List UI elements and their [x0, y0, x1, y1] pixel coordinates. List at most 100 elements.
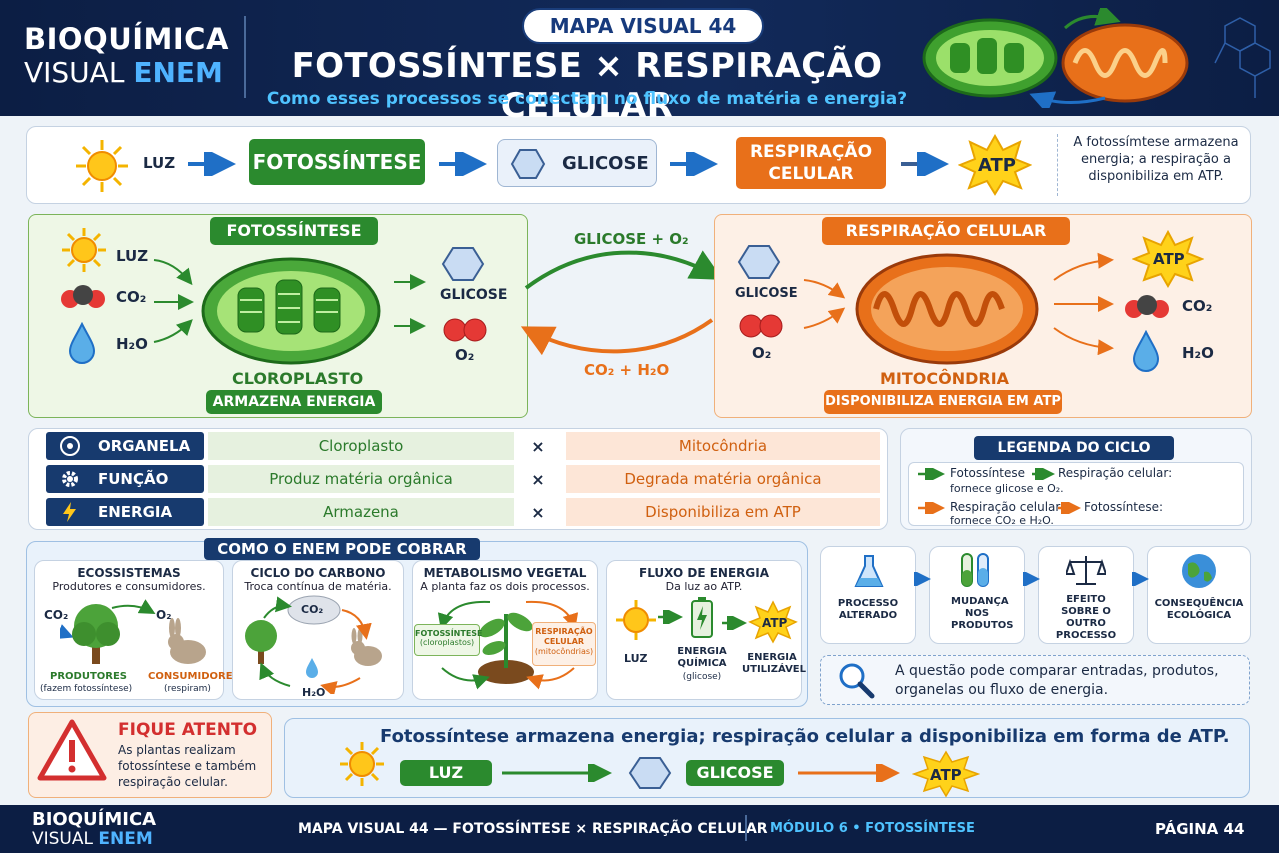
process-step-label: MUDANÇA NOS PRODUTOS	[951, 596, 1014, 631]
green-arrow-icon	[918, 468, 945, 480]
middle-top-label: GLICOSE + O₂	[574, 230, 689, 248]
page-title: FOTOSSÍNTESE × RESPIRAÇÃO CELULAR	[291, 46, 883, 126]
glucose-hexagon-icon	[510, 149, 546, 179]
enem-c3-left-box: FOTOSSÍNTESE(cloroplastos)	[414, 624, 483, 656]
photo-out-glicose: GLICOSE	[440, 287, 508, 303]
footer-page: PÁGINA 44	[1155, 820, 1245, 838]
flow-note: A fotossímtese armazena energia; a respi…	[1073, 135, 1239, 184]
footer	[0, 805, 1279, 853]
middle-bottom-label: CO₂ + H₂O	[584, 361, 670, 379]
input-arrows	[153, 259, 194, 343]
header-divider	[244, 16, 246, 98]
enem-c1-prod-sub: (fazem fotossíntese)	[40, 684, 133, 694]
enem-c1-o2: O₂	[156, 608, 172, 622]
sun-icon	[76, 140, 128, 192]
resp-badge: DISPONIBILIZA ENERGIA EM ATP	[824, 390, 1062, 414]
input-arrows	[803, 279, 846, 329]
footer-brand-line2: VISUAL ENEM	[32, 829, 153, 849]
summary-text: Fotossíntese armazena energia; respiraçã…	[380, 726, 1230, 747]
arrow-icon	[901, 152, 949, 176]
enem-card-sub: A planta faz os dois processos.	[420, 580, 590, 593]
legend-green-from: Fotossíntese	[950, 466, 1026, 480]
glucose-hexagon-icon	[628, 757, 672, 789]
footer-center: MAPA VISUAL 44 — FOTOSSÍNTESE × RESPIRAÇ…	[298, 821, 768, 837]
o2-molecule-icon	[739, 314, 783, 338]
water-drop-icon	[1132, 330, 1160, 372]
summary-glicose: GLICOSE	[686, 760, 784, 786]
photo-in-co2: CO₂	[116, 288, 147, 306]
compare-right-cell: Degrada matéria orgânica	[566, 465, 880, 493]
arrow-icon	[914, 572, 931, 586]
legend-green-desc: fornece glicose e O₂.	[950, 482, 1064, 495]
sun-icon	[616, 600, 656, 640]
compare-row-head: ENERGIA	[46, 498, 204, 526]
process-note: A questão pode comparar entradas, produt…	[895, 663, 1219, 698]
mitochondrion-illustration	[855, 253, 1039, 365]
organelle-icon	[60, 436, 80, 456]
brand-line1: BIOQUÍMICA	[24, 22, 229, 56]
compare-x: ×	[531, 470, 545, 489]
chloroplast-illustration	[201, 257, 381, 365]
process-note-box	[820, 655, 1250, 705]
sun-icon	[340, 742, 384, 786]
enem-card-title: CICLO DO CARBONO	[250, 566, 386, 580]
orange-arrow-icon	[798, 764, 900, 782]
enem-c4-util: ENERGIA UTILIZÁVEL	[742, 652, 807, 675]
photo-panel-title: FOTOSSÍNTESE	[210, 217, 378, 245]
atp-starburst-icon	[912, 750, 980, 798]
legend-body	[908, 462, 1244, 526]
resp-in-glicose: GLICOSE	[735, 286, 798, 301]
enem-card-sub: Troca contínua de matéria.	[244, 580, 392, 593]
balance-scale-icon	[1066, 556, 1106, 585]
resp-organelle-label: MITOCÔNDRIA	[880, 369, 1010, 388]
flow-atp-label: ATP	[978, 155, 1017, 176]
page-subtitle: Como esses processos se conectam no flux…	[266, 89, 908, 109]
green-arrow-icon	[1032, 468, 1055, 480]
output-arrows	[394, 274, 426, 334]
flask-icon	[854, 555, 884, 587]
flow-divider	[1057, 134, 1058, 196]
enem-c4-atp: ATP	[762, 616, 788, 630]
enem-c2-h2o: H₂O	[302, 686, 326, 699]
molecule-decoration-icon	[1214, 17, 1271, 98]
warning-icon	[37, 719, 107, 781]
lightning-icon	[63, 502, 76, 522]
enem-card-sub: Da luz ao ATP.	[665, 580, 743, 593]
arrow-icon	[439, 152, 487, 176]
test-tubes-icon	[961, 553, 989, 587]
atp-starburst-icon	[748, 600, 798, 644]
photo-in-luz: LUZ	[116, 247, 149, 265]
summary-atp: ATP	[930, 766, 962, 784]
tree-rabbit-illustration	[60, 599, 206, 664]
legend-green-to: Respiração celular:	[1058, 466, 1173, 480]
arrow-icon	[1132, 572, 1149, 586]
enem-card-title: METABOLISMO VEGETAL	[423, 566, 587, 580]
plant-illustration	[437, 600, 579, 690]
water-drop-icon	[68, 322, 96, 364]
arrow-icon	[670, 152, 718, 176]
arrow-icon	[188, 152, 236, 176]
output-arrows	[1053, 252, 1114, 356]
legend-title: LEGENDA DO CICLO	[974, 436, 1174, 460]
green-arrow-icon	[502, 764, 612, 782]
alert-title: FIQUE ATENTO	[118, 720, 258, 740]
enem-c4-luz: LUZ	[624, 652, 648, 665]
gear-icon	[62, 471, 78, 487]
compare-x: ×	[531, 503, 545, 522]
orange-arrow-icon	[918, 502, 945, 514]
enem-card-sub: Produtores e consumidores.	[52, 580, 206, 593]
battery-icon	[691, 597, 713, 638]
enem-c4-quim: ENERGIA QUÍMICA	[677, 646, 727, 669]
summary-luz: LUZ	[400, 760, 492, 786]
green-arrow-icon	[658, 610, 683, 624]
glucose-hexagon-icon	[737, 245, 781, 279]
o2-molecule-icon	[443, 318, 487, 342]
enem-card-title: FLUXO DE ENERGIA	[639, 566, 769, 580]
flow-luz-label: LUZ	[143, 154, 176, 172]
glucose-hexagon-icon	[441, 247, 485, 281]
globe-icon	[1182, 554, 1216, 588]
map-pill: MAPA VISUAL 44	[522, 8, 764, 44]
footer-divider	[745, 815, 747, 841]
enem-c1-co2: CO₂	[44, 608, 69, 622]
photo-badge: ARMAZENA ENERGIA	[206, 390, 382, 414]
